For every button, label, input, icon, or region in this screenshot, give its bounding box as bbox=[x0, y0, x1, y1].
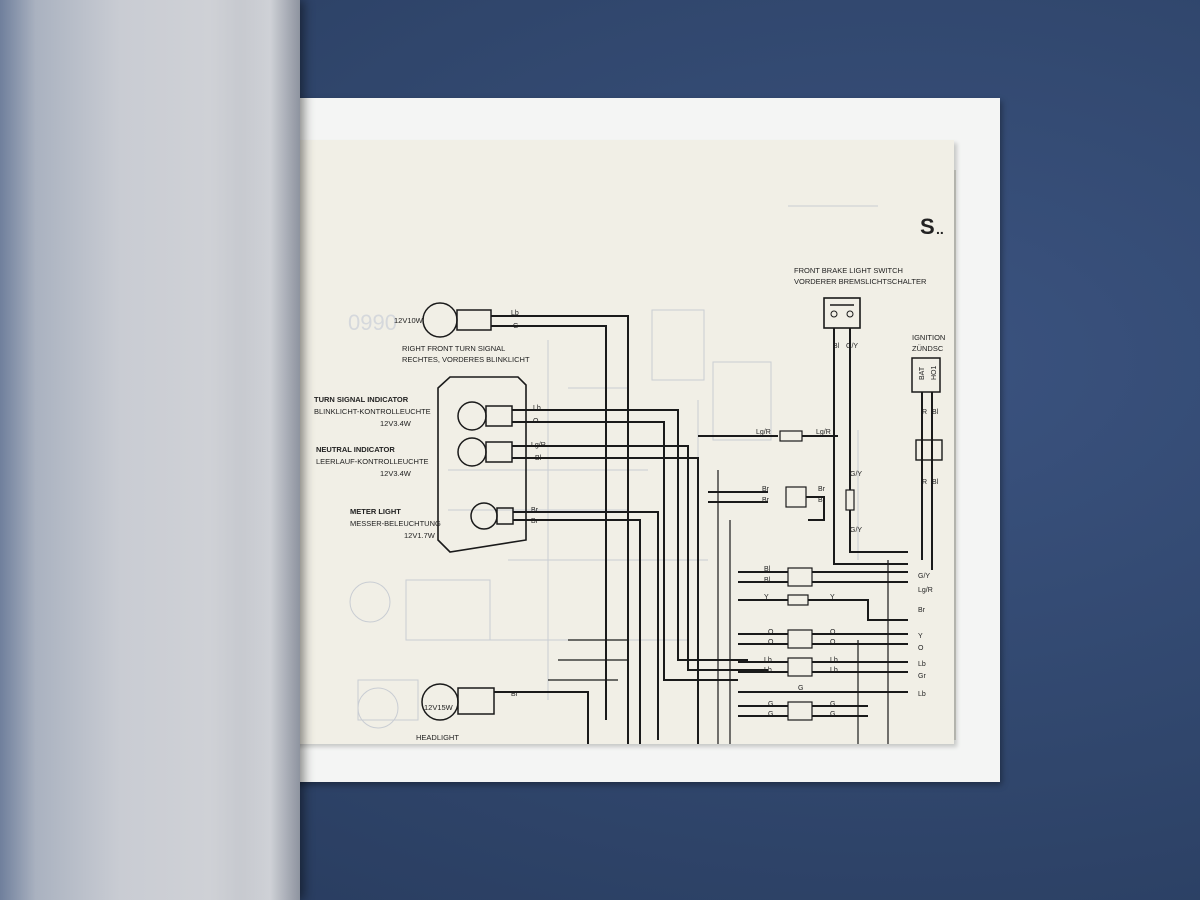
svg-text:G: G bbox=[830, 711, 835, 718]
svg-text:Bl: Bl bbox=[833, 343, 840, 350]
svg-text:IGNITION: IGNITION bbox=[912, 333, 945, 342]
svg-text:Lb: Lb bbox=[764, 657, 772, 664]
svg-text:RECHTES, VORDERES BLINKLICHT: RECHTES, VORDERES BLINKLICHT bbox=[402, 355, 530, 364]
svg-text:G/Y: G/Y bbox=[850, 471, 862, 478]
svg-text:Br: Br bbox=[531, 507, 539, 514]
svg-text:Br: Br bbox=[762, 497, 770, 504]
turn-signal-indicator: TURN SIGNAL INDICATOR BLINKLICHT-KONTROL… bbox=[314, 395, 541, 431]
svg-text:Br: Br bbox=[531, 518, 539, 525]
svg-text:TURN SIGNAL INDICATOR: TURN SIGNAL INDICATOR bbox=[314, 395, 409, 404]
page-heading: S bbox=[920, 214, 935, 239]
svg-text:12V3.4W: 12V3.4W bbox=[380, 419, 412, 428]
svg-text:Lg/R: Lg/R bbox=[756, 429, 771, 436]
svg-text:Br: Br bbox=[818, 497, 826, 504]
svg-text:LEERLAUF-KONTROLLEUCHTE: LEERLAUF-KONTROLLEUCHTE bbox=[316, 457, 429, 466]
svg-text:METER LIGHT: METER LIGHT bbox=[350, 507, 401, 516]
neutral-indicator: NEUTRAL INDICATOR LEERLAUF-KONTROLLEUCHT… bbox=[316, 437, 546, 478]
wire-harness: Lg/R Lg/R Br Br Br Br Bl Bl G/Y Lg/R Y bbox=[491, 315, 933, 744]
right-front-turn-signal: 12V10W RIGHT FRONT TURN SIGNAL RECHTES, … bbox=[394, 302, 530, 364]
svg-text:Bl: Bl bbox=[764, 577, 771, 584]
svg-text:Lb: Lb bbox=[830, 657, 838, 664]
svg-text:RIGHT FRONT TURN SIGNAL: RIGHT FRONT TURN SIGNAL bbox=[402, 344, 505, 353]
svg-text:Lb: Lb bbox=[830, 667, 838, 674]
svg-text:12V10W: 12V10W bbox=[394, 316, 424, 325]
svg-text:HEADLIGHT: HEADLIGHT bbox=[416, 733, 459, 742]
svg-text:G/Y: G/Y bbox=[918, 573, 930, 580]
ignition-switch: IGNITION ZÜNDSC BAT HO1 R Bl R Bl bbox=[911, 333, 945, 486]
svg-text:Br: Br bbox=[818, 486, 826, 493]
svg-text:NEUTRAL INDICATOR: NEUTRAL INDICATOR bbox=[316, 445, 395, 454]
svg-text:Br: Br bbox=[918, 607, 926, 614]
headlight: 12V15W HEADLIGHT Br bbox=[416, 683, 519, 742]
meter-light: METER LIGHT MESSER-BELEUCHTUNG 12V1.7W B… bbox=[350, 502, 539, 540]
svg-text:MESSER-BELEUCHTUNG: MESSER-BELEUCHTUNG bbox=[350, 519, 441, 528]
svg-text:12V1.7W: 12V1.7W bbox=[404, 531, 436, 540]
svg-text:Bl: Bl bbox=[932, 479, 939, 486]
svg-text:G/Y: G/Y bbox=[850, 527, 862, 534]
svg-text:Gr: Gr bbox=[918, 673, 926, 680]
svg-text:0990: 0990 bbox=[348, 310, 397, 335]
front-brake-light-switch: FRONT BRAKE LIGHT SWITCH VORDERER BREMSL… bbox=[794, 266, 927, 534]
svg-text:G: G bbox=[798, 685, 803, 692]
svg-text:Bl: Bl bbox=[932, 409, 939, 416]
svg-text:O: O bbox=[830, 639, 836, 646]
svg-text:Y: Y bbox=[918, 633, 923, 640]
svg-text:G: G bbox=[768, 701, 773, 708]
svg-text:Lb: Lb bbox=[511, 310, 519, 317]
svg-text:Lg/R: Lg/R bbox=[816, 429, 831, 436]
svg-text:..: .. bbox=[936, 221, 944, 237]
svg-text:O: O bbox=[768, 639, 774, 646]
svg-text:VORDERER BREMSLICHTSCHALTER: VORDERER BREMSLICHTSCHALTER bbox=[794, 277, 927, 286]
svg-text:ZÜNDSC: ZÜNDSC bbox=[912, 344, 944, 353]
page-fold-shadow bbox=[240, 0, 300, 900]
left-page-blank bbox=[0, 0, 300, 900]
svg-text:G: G bbox=[830, 701, 835, 708]
wiring-diagram: 0990 S .. 12V10W RIGHT FRONT TURN SIGNAL… bbox=[314, 205, 945, 744]
svg-text:G/Y: G/Y bbox=[846, 343, 858, 350]
svg-text:Lb: Lb bbox=[918, 661, 926, 668]
svg-text:BLINKLICHT-KONTROLLEUCHTE: BLINKLICHT-KONTROLLEUCHTE bbox=[314, 407, 431, 416]
svg-text:BAT: BAT bbox=[919, 366, 926, 380]
svg-text:Br: Br bbox=[762, 486, 770, 493]
svg-text:Y: Y bbox=[830, 594, 835, 601]
svg-text:O: O bbox=[830, 629, 836, 636]
svg-text:Bl: Bl bbox=[764, 566, 771, 573]
meter-housing bbox=[437, 376, 527, 553]
wiring-diagram-page: 0990 S .. 12V10W RIGHT FRONT TURN SIGNAL… bbox=[268, 140, 954, 744]
svg-text:Lg/R: Lg/R bbox=[918, 587, 933, 594]
svg-text:Y: Y bbox=[764, 594, 769, 601]
svg-text:O: O bbox=[768, 629, 774, 636]
svg-text:12V3.4W: 12V3.4W bbox=[380, 469, 412, 478]
svg-text:R: R bbox=[922, 479, 927, 486]
svg-text:Lb: Lb bbox=[918, 691, 926, 698]
svg-text:G: G bbox=[768, 711, 773, 718]
svg-text:Lb: Lb bbox=[533, 405, 541, 412]
svg-text:R: R bbox=[922, 409, 927, 416]
svg-text:Br: Br bbox=[511, 691, 519, 698]
svg-text:O: O bbox=[918, 645, 924, 652]
svg-text:12V15W: 12V15W bbox=[424, 703, 454, 712]
svg-text:HO1: HO1 bbox=[931, 366, 938, 381]
svg-text:FRONT BRAKE LIGHT SWITCH: FRONT BRAKE LIGHT SWITCH bbox=[794, 266, 903, 275]
svg-text:Lb: Lb bbox=[764, 667, 772, 674]
